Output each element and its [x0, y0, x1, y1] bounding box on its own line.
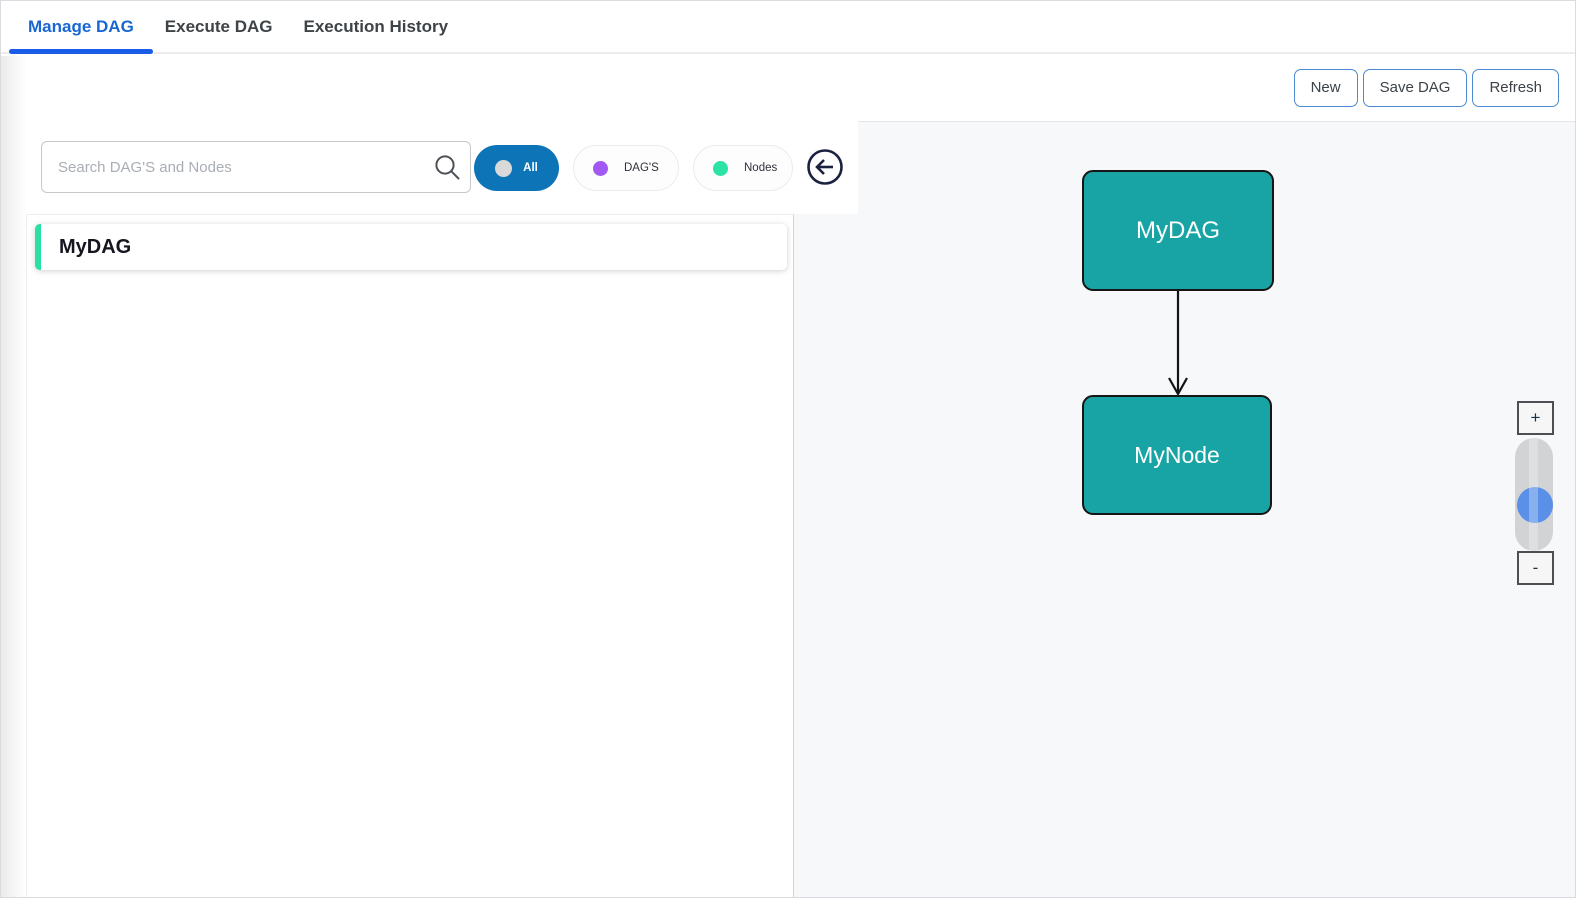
list-item-mydag[interactable]: MyDAG — [35, 224, 787, 270]
search-filter-bar: All DAG'S Nodes — [26, 121, 858, 214]
all-filter-dot-icon — [495, 159, 513, 177]
dag-list-panel: MyDAG — [26, 214, 794, 897]
panel-shadow-gutter — [1, 56, 27, 897]
zoom-out-button[interactable]: - — [1517, 551, 1554, 585]
tab-bar: Manage DAG Execute DAG Execution History — [1, 1, 1575, 54]
canvas-node-mynode[interactable]: MyNode — [1082, 395, 1272, 515]
filter-dags-label: DAG'S — [624, 162, 659, 174]
search-box — [41, 141, 471, 193]
save-dag-button[interactable]: Save DAG — [1362, 68, 1468, 107]
filter-dags[interactable]: DAG'S — [573, 145, 679, 191]
filter-nodes[interactable]: Nodes — [693, 145, 793, 191]
tab-manage-dag[interactable]: Manage DAG — [28, 16, 134, 36]
tab-execution-history[interactable]: Execution History — [303, 16, 449, 36]
filter-nodes-label: Nodes — [744, 162, 778, 174]
refresh-button[interactable]: Refresh — [1472, 68, 1559, 107]
toolbar: New Save DAG Refresh — [1, 54, 1575, 121]
arrow-left-icon — [807, 149, 843, 185]
dags-filter-dot-icon — [593, 160, 608, 176]
content-area: MyDAG MyNode + - — [1, 121, 1575, 897]
canvas-node-mydag[interactable]: MyDAG — [1082, 170, 1274, 291]
filter-all-label: All — [523, 162, 538, 174]
dag-item-label: MyDAG — [59, 235, 132, 258]
zoom-in-button[interactable]: + — [1517, 401, 1554, 435]
zoom-slider-handle[interactable] — [1517, 487, 1553, 523]
search-input[interactable] — [41, 141, 471, 193]
canvas-node-label: MyNode — [1134, 441, 1220, 468]
search-icon[interactable] — [433, 153, 461, 181]
active-tab-underline — [9, 49, 153, 54]
zoom-slider-track[interactable] — [1515, 438, 1553, 551]
collapse-panel-button[interactable] — [805, 147, 845, 187]
nodes-filter-dot-icon — [713, 160, 728, 176]
canvas-node-label: MyDAG — [1136, 216, 1220, 244]
edge-arrow — [1168, 291, 1188, 396]
tab-execute-dag[interactable]: Execute DAG — [164, 16, 273, 36]
filter-all[interactable]: All — [474, 145, 559, 191]
new-button[interactable]: New — [1293, 68, 1358, 107]
